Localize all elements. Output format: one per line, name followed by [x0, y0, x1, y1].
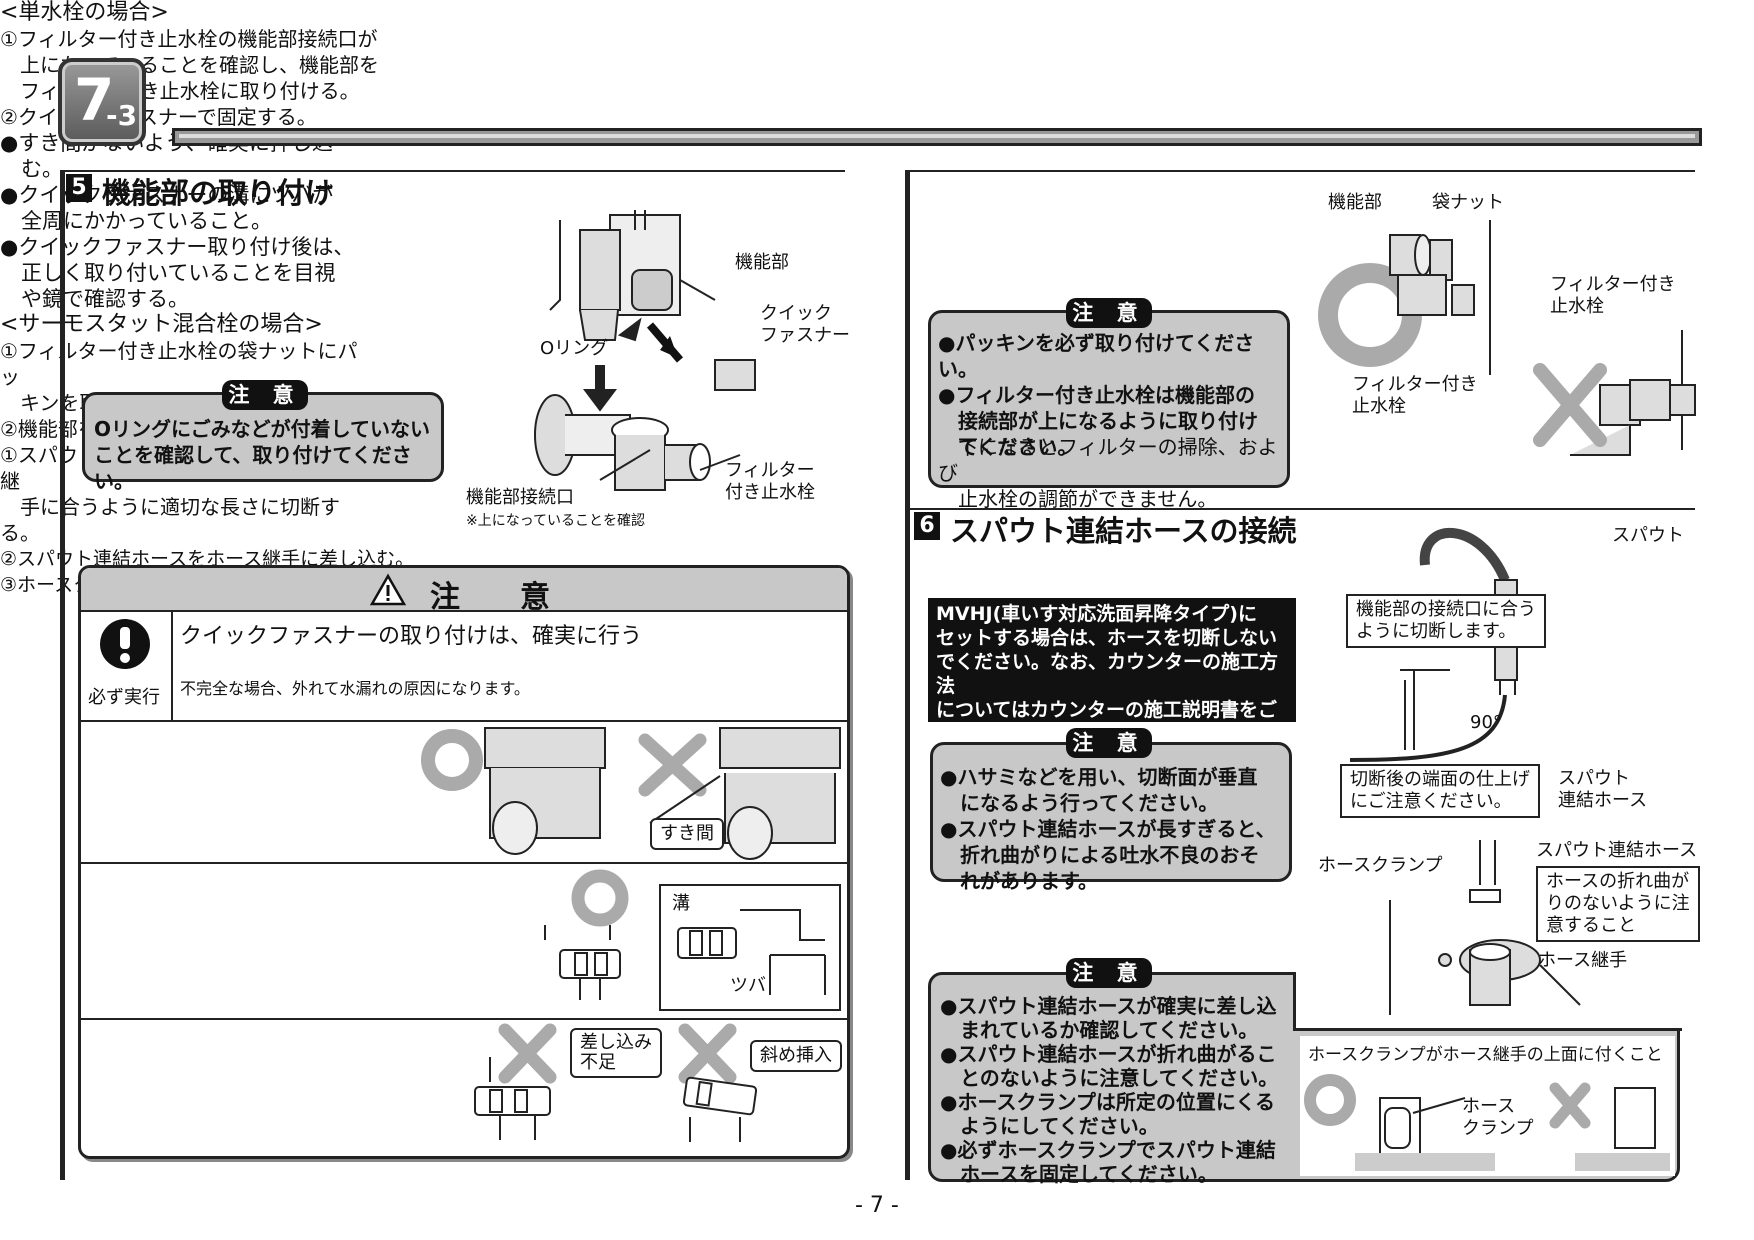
warning-divider-3	[81, 1018, 847, 1020]
right-top-rule	[905, 170, 1695, 172]
thermo-subtitle: <サーモスタット混合栓の場合>	[0, 312, 323, 337]
label-filter-valve: フィルター 付き止水栓	[725, 460, 815, 503]
thermo-label-filter-left: フィルター付き 止水栓	[1352, 374, 1478, 417]
must-do-label: 必ず実行	[88, 687, 160, 708]
caution2-notch-side	[1293, 972, 1296, 1031]
clamp-detail-title: ホースクランプがホース継手の上面に付くこと	[1308, 1045, 1663, 1065]
chapter-badge: 7 -3	[58, 58, 146, 146]
spout-hose-label: スパウト 連結ホース	[1558, 768, 1648, 811]
thermo-label-kinoubu: 機能部	[1328, 192, 1382, 213]
section6-step2: ②スパウト連結ホースをホース継手に差し込む。	[0, 548, 415, 570]
warning-header	[81, 568, 847, 612]
section5-caution-text: Oリングにごみなどが付着していない ことを確認して、取り付けてください。	[94, 417, 431, 493]
warning-divider-1	[81, 720, 847, 722]
thermo-caution-box	[928, 310, 1290, 488]
mvhj-note: MVHJ(車いす対応洗面昇降タイプ)に セットする場合は、ホースを切断しない で…	[928, 598, 1296, 745]
label-connect-port: 機能部接続口	[466, 487, 574, 508]
finish-note: 切断後の端面の仕上げ にご注意ください。	[1340, 764, 1540, 818]
label-connect-note: ※上になっていることを確認	[466, 513, 646, 529]
section6-rule	[905, 508, 1695, 510]
thermo-caution-normal: 下になるとフィルターの掃除、および 止水栓の調節ができません。	[938, 435, 1278, 511]
clamp-detail-figure	[1304, 1074, 1670, 1171]
warning-triangle-icon	[369, 573, 407, 606]
gap-check-figure	[421, 727, 841, 860]
header-bar	[172, 128, 1702, 146]
warning-divider-2	[81, 862, 847, 864]
insertion-check-figure	[474, 1023, 758, 1142]
right-column-rule	[905, 170, 910, 1180]
label-quick-fastener: クイック ファスナー	[760, 303, 850, 346]
hose-joint-label: ホース継手	[1538, 950, 1628, 971]
chapter-number: 7	[74, 66, 115, 134]
section6-number: 6	[914, 512, 940, 540]
section6-caution1-text: ●ハサミなどを用い、切断面が垂直 になるよう行ってください。 ●スパウト連結ホー…	[940, 765, 1276, 893]
flange-tag: ツバ	[730, 975, 766, 996]
thermo-caution-bold: ●パッキンを必ず取り付けてください。 ●フィルター付き止水栓は機能部の 接続部が…	[938, 331, 1258, 459]
warning-desc: 不完全な場合、外れて水漏れの原因になります。	[180, 679, 530, 698]
section5-caution-label: 注 意	[222, 380, 308, 410]
page-number: - 7 -	[855, 1193, 899, 1218]
section6-caution1-label: 注 意	[1066, 728, 1152, 758]
section6-title: スパウト連結ホースの接続	[950, 514, 1297, 548]
label-kinoubu: 機能部	[735, 252, 789, 273]
warning-row2: ●クイックファスナーの溝にツバが 全周にかかっていること。	[0, 183, 334, 233]
section5-number: 5	[66, 174, 92, 202]
section5-subtitle: <単水栓の場合>	[0, 0, 169, 25]
thermo-figure	[1318, 210, 1696, 456]
spout-hose-label-2: スパウト連結ホース	[1536, 840, 1698, 861]
bend-note: ホースの折れ曲が りのないように注 意すること	[1536, 866, 1700, 942]
oblique-insert-tag: 斜め挿入	[750, 1040, 842, 1072]
warning-row3: ●クイックファスナー取り付け後は、 正しく取り付いていることを目視 や鏡で確認す…	[0, 235, 355, 311]
insufficient-insert-tag: 差し込み 不足	[570, 1028, 662, 1078]
section6-caution2-label: 注 意	[1066, 958, 1152, 988]
gap-tag: すき間	[650, 818, 724, 850]
thermo-label-filter-right: フィルター付き 止水栓	[1550, 274, 1676, 317]
must-do-icon	[100, 619, 150, 669]
hose-joint-figure	[1389, 840, 1581, 1015]
caution2-notch-border	[1296, 1028, 1682, 1031]
clamp-detail-label: ホース クランプ	[1462, 1096, 1534, 1139]
section5-step2: ②クイックファスナーで固定する。	[0, 105, 317, 129]
spout-label: スパウト	[1612, 525, 1684, 546]
groove-tag: 溝	[672, 893, 690, 914]
hose-clamp-label: ホースクランプ	[1318, 855, 1443, 876]
chapter-sub: -3	[106, 99, 138, 132]
groove-flange-figure	[544, 869, 841, 1011]
thermo-label-nut: 袋ナット	[1432, 192, 1504, 213]
clamp-detail-box	[1300, 1036, 1675, 1176]
cut-note: 機能部の接続口に合う ように切断します。	[1346, 594, 1546, 648]
must-do-cell	[81, 612, 173, 720]
functional-unit-figure	[534, 210, 756, 491]
label-oring: Oリング	[540, 338, 609, 359]
warning-title: 注 意	[430, 580, 550, 615]
angle-label: 90°	[1470, 712, 1502, 733]
section5-title: 機能部の取り付け	[102, 176, 335, 210]
section5-rule	[60, 170, 845, 172]
thermo-caution-label: 注 意	[1066, 298, 1152, 328]
warning-headline: クイックファスナーの取り付けは、確実に行う	[180, 624, 643, 649]
left-column-rule	[60, 170, 65, 1180]
section6-caution2-text: ●スパウト連結ホースが確実に差し込 まれているか確認してください。 ●スパウト連…	[940, 994, 1279, 1186]
